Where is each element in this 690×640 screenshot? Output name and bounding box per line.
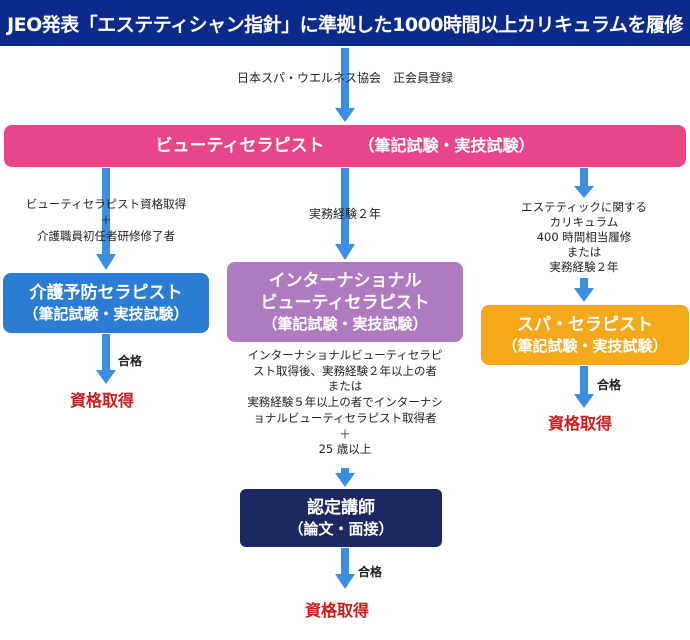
left-condition-line: ＋ — [100, 213, 112, 227]
arrow-head-left-2 — [96, 370, 116, 384]
center-condition: 実務経験２年 — [308, 207, 381, 221]
right-condition-line: エステティックに関する — [521, 200, 647, 214]
instructor-condition-line: 25 歳以上 — [318, 442, 372, 457]
left-result: 資格取得 — [70, 391, 135, 410]
care-prevention-title: 介護予防セラピスト — [29, 283, 183, 303]
beauty-therapist-exam: （筆記試験・実技試験） — [358, 136, 535, 155]
arrow-head-left-1 — [96, 254, 116, 270]
care-prevention-exam: （筆記試験・実技試験） — [23, 305, 189, 323]
center-result: 資格取得 — [305, 601, 370, 620]
care-prevention-therapist-box: 介護予防セラピスト （筆記試験・実技試験） — [3, 273, 209, 333]
arrow-head-right-2 — [574, 288, 594, 302]
center-pass-label: 合格 — [358, 565, 383, 579]
header-banner: JEO発表「エステティシャン指針」に準拠した1000時間以上カリキュラムを履修 — [0, 0, 690, 46]
arrow-shaft-right-1 — [580, 168, 588, 188]
spa-therapist-exam: （筆記試験・実技試験） — [502, 337, 668, 355]
beauty-therapist-title: ビューティセラピスト — [155, 136, 325, 156]
arrow-shaft-center-2 — [341, 468, 349, 474]
right-pass-label: 合格 — [597, 378, 622, 392]
international-title-line: インターナショナル — [268, 271, 422, 291]
spa-therapist-box: スパ・セラピスト （筆記試験・実技試験） — [481, 305, 689, 365]
right-condition-line: または — [566, 245, 602, 259]
instructor-exam: （論文・面接） — [288, 520, 394, 538]
instructor-condition: インターナショナルビューティセラピ スト取得後、実務経験２年以上の者 または 実… — [215, 348, 475, 458]
instructor-condition-line: インターナショナルビューティセラピ — [247, 348, 443, 362]
right-condition-line: カリキュラム — [549, 215, 619, 229]
arrow-head-center-3 — [335, 574, 355, 589]
arrow-head-center-1 — [335, 244, 355, 260]
arrow-shaft-center-3 — [341, 548, 349, 576]
instructor-condition-line: スト取得後、実務経験２年以上の者 — [253, 363, 437, 378]
left-condition-line: 介護職員初任者研修修了者 — [37, 229, 175, 243]
arrow-head-center-2 — [335, 473, 355, 487]
international-beauty-therapist-box: インターナショナル ビューティセラピスト （筆記試験・実技試験） — [227, 262, 463, 342]
arrow-head-right-1 — [574, 186, 594, 198]
registration-note: 日本スパ・ウエルネス協会 正会員登録 — [236, 71, 453, 85]
left-condition: ビューティセラピスト資格取得 ＋ 介護職員初任者研修修了者 — [2, 196, 210, 244]
certified-instructor-box: 認定講師 （論文・面接） — [240, 489, 442, 547]
arrow-shaft-right-3 — [580, 366, 588, 396]
arrow-shaft-center-1 — [341, 168, 349, 246]
arrow-shaft-left-1 — [102, 168, 110, 256]
right-result: 資格取得 — [548, 414, 613, 433]
instructor-condition-line: ョナルビューティセラピスト取得者 — [253, 410, 437, 425]
instructor-condition-line: ＋ — [339, 426, 351, 441]
instructor-condition-line: または — [327, 379, 363, 394]
left-condition-line: ビューティセラピスト資格取得 — [25, 197, 187, 211]
arrow-shaft-right-2 — [580, 278, 588, 290]
arrow-head-right-3 — [574, 394, 594, 408]
banner-title: JEO発表「エステティシャン指針」に準拠した1000時間以上カリキュラムを履修 — [7, 13, 683, 36]
beauty-therapist-box: ビューティセラピスト （筆記試験・実技試験） — [4, 125, 686, 167]
instructor-title: 認定講師 — [307, 498, 375, 518]
international-title-line: ビューティセラピスト — [260, 293, 430, 313]
right-condition: エステティックに関する カリキュラム 400 時間相当履修 または 実務経験２年 — [484, 200, 684, 275]
arrow-head-top — [335, 108, 355, 122]
left-pass-label: 合格 — [118, 354, 143, 368]
right-condition-line: 400 時間相当履修 — [536, 230, 632, 244]
instructor-condition-line: 実務経験５年以上の者でインターナシ — [247, 395, 443, 410]
spa-therapist-title: スパ・セラピスト — [517, 315, 653, 335]
arrow-shaft-top — [341, 48, 349, 110]
arrow-shaft-left-2 — [102, 334, 110, 372]
right-condition-line: 実務経験２年 — [549, 260, 619, 274]
international-exam: （筆記試験・実技試験） — [262, 315, 428, 333]
